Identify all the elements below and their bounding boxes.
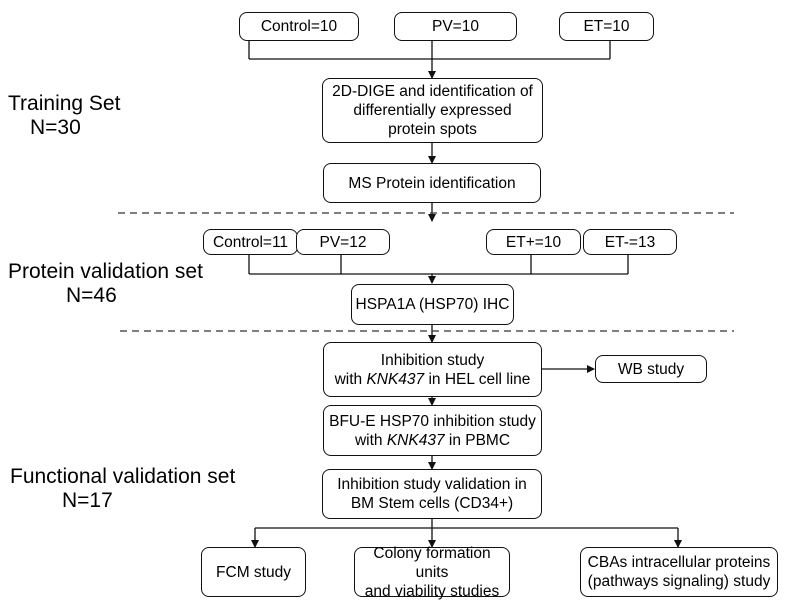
pv-12-box: PV=12 — [296, 229, 390, 255]
cba-line-1: CBAs intracellular proteins — [587, 554, 771, 571]
functional-validation-set-title: Functional validation set — [10, 465, 236, 488]
dige-box: 2D-DIGE and identification of differenti… — [322, 78, 543, 143]
fcm-study-label: FCM study — [216, 563, 291, 581]
bm-stem-cells-box: Inhibition study validation in BM Stem c… — [322, 469, 542, 519]
dige-line-1: 2D-DIGE and identification of — [332, 83, 533, 100]
dige-line-3: protein spots — [388, 121, 477, 138]
cba-study-box: CBAs intracellular proteins (pathways si… — [580, 547, 778, 597]
et-10-box: ET=10 — [559, 12, 654, 41]
control-10-label: Control=10 — [260, 18, 338, 35]
drug-name: KNK437 — [386, 431, 445, 449]
ms-identification-label: MS Protein identification — [348, 174, 516, 192]
pv-10-box: PV=10 — [394, 12, 517, 41]
wb-study-box: WB study — [595, 355, 707, 383]
colony-line-2: and viability studies — [364, 582, 500, 600]
bm-line-1: Inhibition study validation in — [337, 476, 527, 493]
functional-validation-set-label: Functional validation set N=17 — [10, 465, 235, 513]
control-11-label: Control=11 — [212, 233, 289, 251]
dige-line-2: differentially expressed — [353, 102, 512, 119]
et-plus-label: ET+=10 — [505, 233, 562, 251]
fcm-study-box: FCM study — [201, 547, 306, 597]
ms-identification-box: MS Protein identification — [323, 163, 541, 203]
pv-10-label: PV=10 — [432, 18, 479, 35]
protein-validation-set-label: Protein validation set N=46 — [8, 260, 203, 308]
inhibition-line-1: Inhibition study — [380, 351, 485, 369]
protein-validation-set-n: N=46 — [66, 284, 117, 307]
ihc-box: HSPA1A (HSP70) IHC — [351, 284, 514, 325]
et-10-label: ET=10 — [583, 18, 630, 35]
et-minus-label: ET-=13 — [604, 233, 656, 251]
control-11-box: Control=11 — [203, 229, 298, 255]
functional-validation-set-n: N=17 — [62, 489, 113, 512]
inhibition-line-2: with KNK437 in HEL cell line — [334, 370, 531, 388]
colony-formation-box: Colony formation units and viability stu… — [354, 544, 510, 600]
control-10-box: Control=10 — [239, 12, 359, 41]
et-minus-box: ET-=13 — [583, 229, 677, 255]
ihc-label: HSPA1A (HSP70) IHC — [355, 296, 510, 313]
bfu-line-1: BFU-E HSP70 inhibition study — [329, 412, 536, 430]
bfu-line-2: with KNK437 in PBMC — [354, 431, 511, 449]
training-set-n: N=30 — [30, 116, 81, 139]
et-plus-box: ET+=10 — [486, 229, 581, 255]
bfu-e-box: BFU-E HSP70 inhibition study with KNK437… — [323, 405, 542, 456]
drug-name: KNK437 — [366, 370, 425, 388]
training-set-title: Training Set — [8, 92, 121, 115]
bm-line-2: BM Stem cells (CD34+) — [350, 495, 514, 512]
colony-line-1: Colony formation units — [373, 544, 491, 581]
cba-line-2: (pathways signaling) study — [587, 573, 771, 590]
protein-validation-set-title: Protein validation set — [8, 260, 203, 283]
training-set-label: Training Set N=30 — [8, 92, 120, 140]
inhibition-study-box: Inhibition study with KNK437 in HEL cell… — [323, 342, 542, 397]
wb-study-label: WB study — [617, 360, 685, 378]
pv-12-label: PV=12 — [319, 233, 367, 251]
